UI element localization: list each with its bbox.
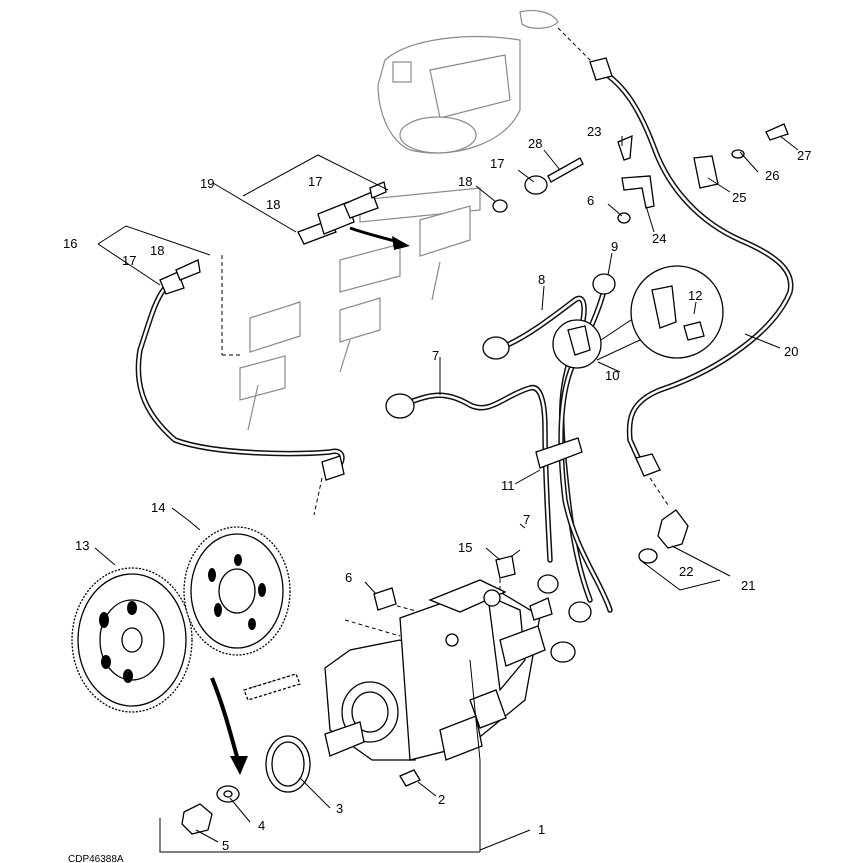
callout-1: 1	[538, 822, 545, 837]
callout-7a: 7	[432, 348, 439, 363]
callout-7b: 7	[523, 512, 530, 527]
callout-18c: 18	[458, 174, 472, 189]
callout-24: 24	[652, 231, 666, 246]
engine-head-ghost	[239, 9, 559, 431]
callout-18b: 18	[150, 243, 164, 258]
callout-18a: 18	[266, 197, 280, 212]
callout-8: 8	[538, 272, 545, 287]
leader-lines	[94, 135, 799, 853]
callout-26: 26	[765, 168, 779, 183]
callout-27: 27	[797, 148, 811, 163]
callout-5: 5	[222, 838, 229, 853]
callout-21: 21	[741, 578, 755, 593]
callout-14: 14	[151, 500, 165, 515]
callout-6b: 6	[345, 570, 352, 585]
gear-14	[183, 526, 291, 656]
callout-6a: 6	[587, 193, 594, 208]
callout-28: 28	[528, 136, 542, 151]
callout-15: 15	[458, 540, 472, 555]
callout-17c: 17	[490, 156, 504, 171]
callout-9: 9	[611, 239, 618, 254]
fitting-21-22-15	[373, 509, 689, 611]
injection-pump	[324, 579, 553, 761]
callout-10: 10	[605, 368, 619, 383]
callout-labels: 19 17 18 16 18 17 28 23 17 18 6 24 25 26…	[63, 124, 811, 863]
callout-11: 11	[501, 478, 515, 493]
callout-3: 3	[336, 801, 343, 816]
clamp-11	[535, 437, 583, 469]
callout-12: 12	[688, 288, 702, 303]
callout-19: 19	[200, 176, 214, 191]
figure-code: CDP46388A	[68, 854, 124, 863]
callout-13: 13	[75, 538, 89, 553]
callout-23: 23	[587, 124, 601, 139]
gear-13	[71, 567, 193, 713]
callout-2: 2	[438, 792, 445, 807]
dashed-leaders	[221, 27, 669, 689]
callout-20: 20	[784, 344, 798, 359]
callout-25: 25	[732, 190, 746, 205]
pipe-7	[385, 384, 553, 563]
clamp-10-detail	[552, 265, 724, 369]
callout-17b: 17	[122, 253, 136, 268]
direction-arrows	[210, 226, 410, 775]
callout-16: 16	[63, 236, 77, 251]
callout-22: 22	[679, 564, 693, 579]
callout-17a: 17	[308, 174, 322, 189]
callout-4: 4	[258, 818, 265, 833]
pipe-20	[589, 57, 794, 477]
pipe-16	[135, 271, 345, 481]
small-hardware	[181, 673, 421, 835]
